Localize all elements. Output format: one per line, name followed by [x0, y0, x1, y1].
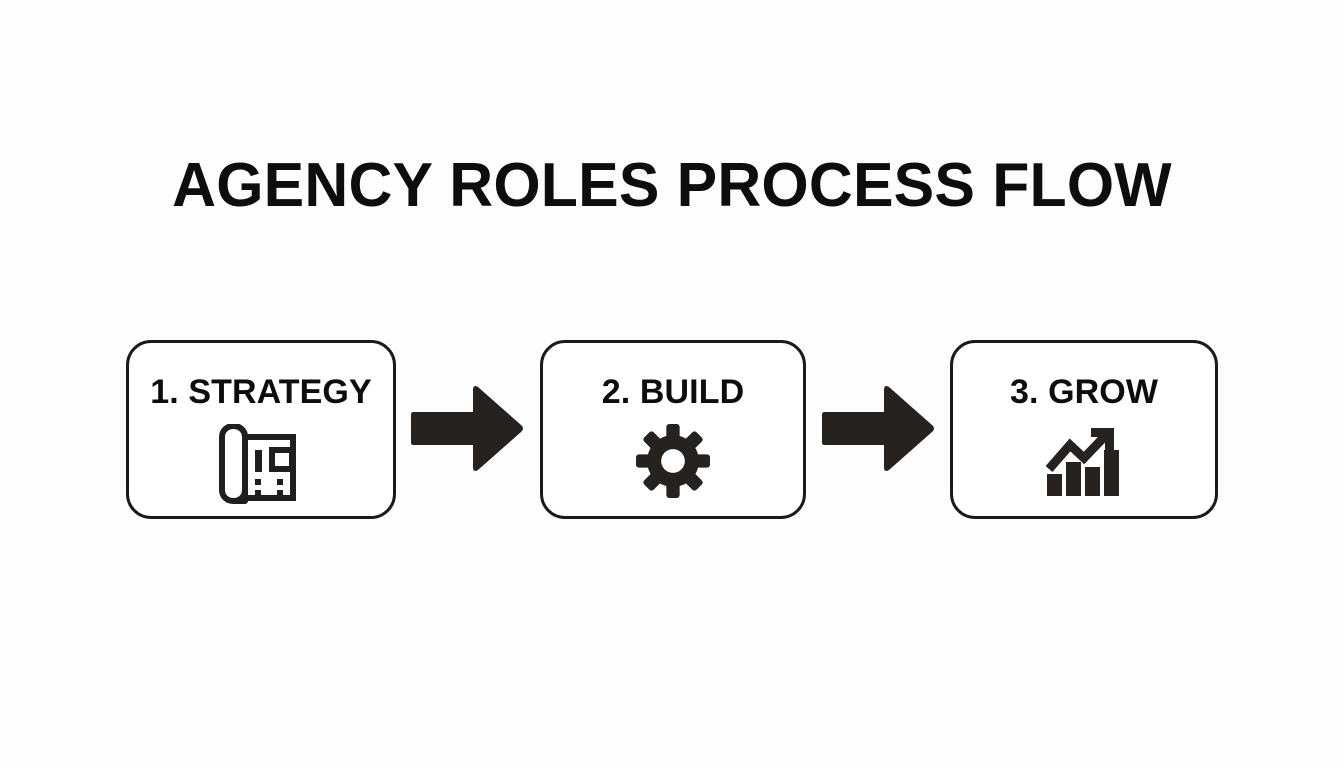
growth-chart-icon [1045, 428, 1119, 496]
step-card-build[interactable]: 2. BUILD [540, 340, 806, 519]
gear-icon [636, 424, 710, 498]
step-card-strategy[interactable]: 1. STRATEGY [126, 340, 396, 519]
arrow-right-icon [822, 386, 934, 471]
process-flow-row: 1. STRATEGY [0, 340, 1344, 520]
step-card-grow-label: 3. GROW [1009, 373, 1159, 411]
blueprint-scroll-icon [219, 424, 296, 504]
arrow-right-icon [411, 386, 523, 471]
page-title: AGENCY ROLES PROCESS FLOW [172, 151, 1172, 220]
step-card-build-label: 2. BUILD [601, 373, 745, 411]
step-card-grow[interactable]: 3. GROW [950, 340, 1218, 519]
step-card-strategy-label: 1. STRATEGY [150, 373, 372, 411]
